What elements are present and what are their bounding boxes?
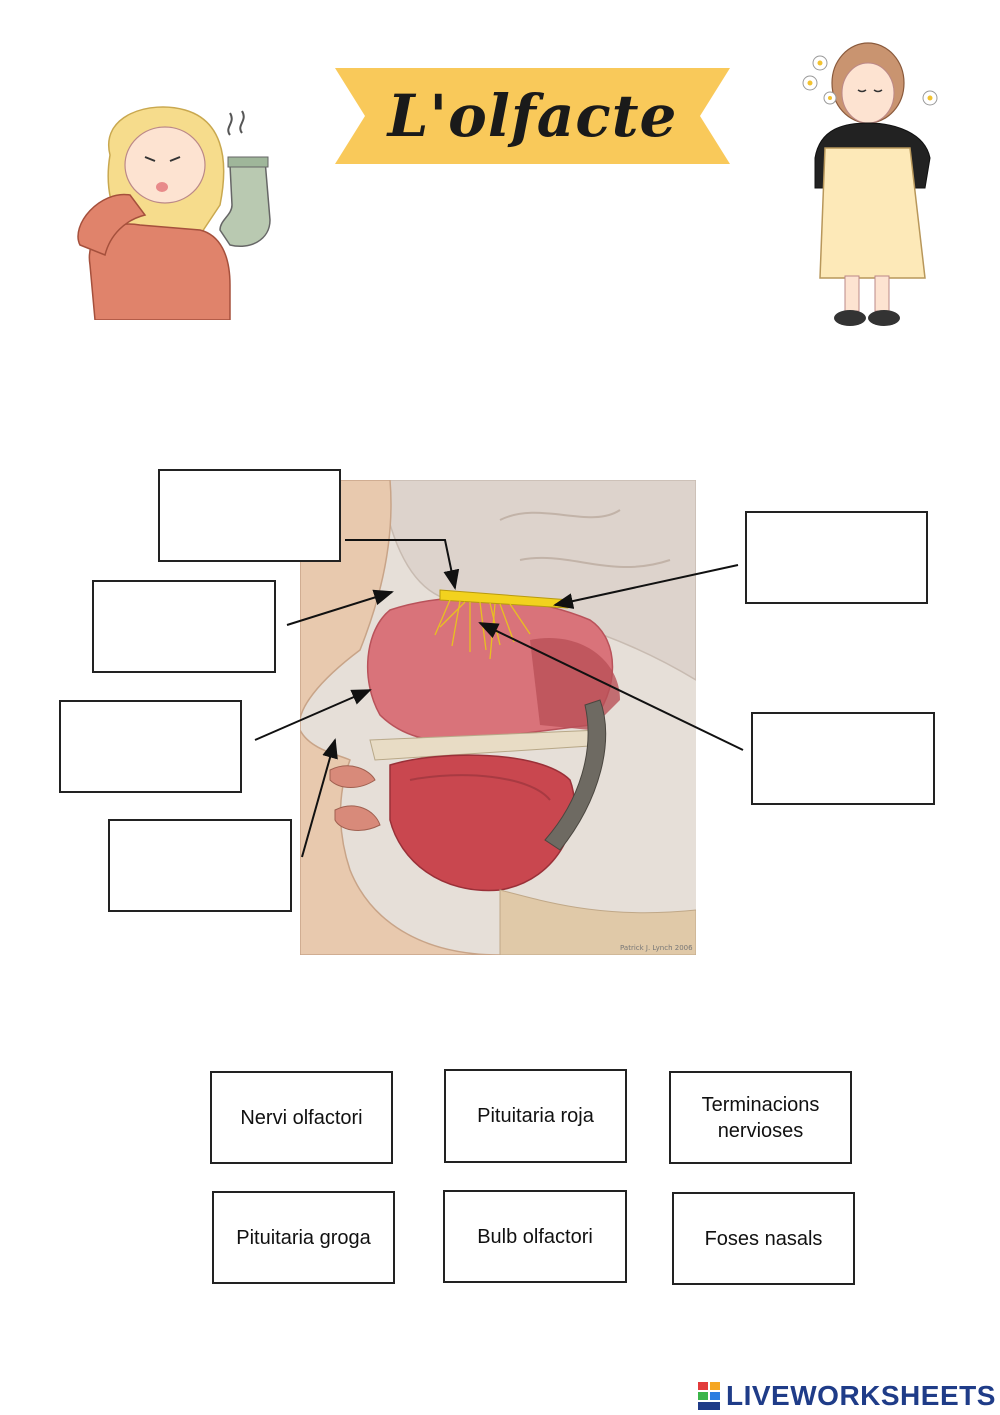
arrow-box-1 [345, 539, 460, 590]
word-card-pituitaria-roja[interactable]: Pituitaria roja [444, 1069, 627, 1163]
word-card-foses-nasals[interactable]: Foses nasals [672, 1192, 855, 1285]
image-credit: Patrick J. Lynch 2006 [620, 944, 693, 952]
answer-box-2[interactable] [92, 580, 276, 673]
word-card-pituitaria-groga[interactable]: Pituitaria groga [212, 1191, 395, 1284]
brand-name: LIVEWORKSHEETS [726, 1380, 996, 1411]
leader-arrows [254, 539, 744, 858]
answer-box-5[interactable] [745, 511, 928, 604]
word-card-bulb-olfactori[interactable]: Bulb olfactori [443, 1190, 627, 1283]
arrow-box-5 [553, 564, 739, 609]
page-title: L'olfacte [387, 82, 678, 150]
answer-box-4[interactable] [108, 819, 292, 912]
word-card-nervi-olfactori[interactable]: Nervi olfactori [210, 1071, 393, 1164]
arrow-box-4 [301, 738, 338, 858]
liveworksheets-badge-icon [698, 1382, 720, 1410]
word-card-terminacions-nervioses[interactable]: Terminacions nervioses [669, 1071, 852, 1164]
liveworksheets-logo[interactable]: LIVEWORKSHEETS [698, 1380, 996, 1412]
ribbon-shape [335, 68, 730, 164]
title-banner: L'olfacte [335, 66, 730, 166]
woman-smelling-flowers-illustration [802, 42, 938, 326]
answer-box-1[interactable] [158, 469, 341, 562]
arrow-box-3 [254, 689, 372, 741]
arrow-box-6 [478, 622, 744, 751]
girl-smelly-sock-illustration [77, 106, 271, 320]
arrow-box-2 [286, 589, 394, 626]
answer-box-3[interactable] [59, 700, 242, 793]
answer-box-6[interactable] [751, 712, 935, 805]
